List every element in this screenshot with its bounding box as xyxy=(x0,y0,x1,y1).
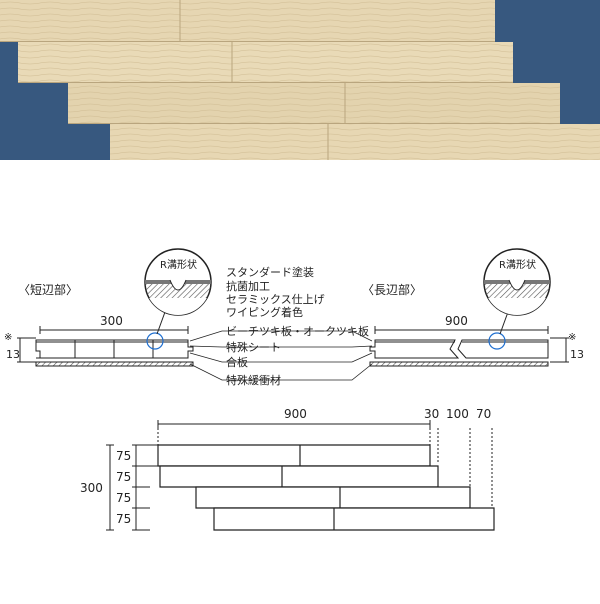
plan-row-width: 75 xyxy=(116,449,131,463)
layer-label: セラミックス仕上げ xyxy=(226,293,325,306)
short-width-dimension xyxy=(39,326,189,334)
short-edge-profile xyxy=(35,339,194,367)
layer-label: 抗菌加工 xyxy=(226,279,270,293)
short-edge-label: 〈短辺部〉 xyxy=(18,282,78,297)
floor-photo xyxy=(0,0,600,160)
thickness-value-right: 13 xyxy=(570,348,584,361)
plan-width-label: 300 xyxy=(80,481,103,495)
layer-label: スタンダード塗装 xyxy=(226,265,314,279)
layout-plan: 900 30 100 70 300 75 75 75 xyxy=(80,407,495,531)
thickness-value-left: 13 xyxy=(6,348,20,361)
long-edge-label: 〈長辺部〉 xyxy=(362,282,422,297)
thickness-mark-right: ※ xyxy=(568,332,576,343)
short-width-value: 300 xyxy=(100,314,123,328)
layer-label: ワイピング着色 xyxy=(226,305,303,319)
callout-left-label: R溝形状 xyxy=(160,258,197,271)
short-edge-groove-marker xyxy=(146,332,164,350)
long-width-value: 900 xyxy=(445,314,468,328)
cross-section-diagram: 〈短辺部〉 〈長辺部〉 300 900 ※ 13 ※ 13 xyxy=(4,248,584,387)
long-edge-groove-marker xyxy=(488,332,506,350)
long-width-dimension xyxy=(374,326,549,334)
callout-right-label: R溝形状 xyxy=(499,258,536,271)
plan-row-width: 75 xyxy=(116,470,131,484)
plan-offset-label: 100 xyxy=(446,407,469,421)
callout-right: R溝形状 xyxy=(483,248,551,335)
wood-boards xyxy=(0,0,600,160)
plan-length-label: 900 xyxy=(284,407,307,421)
long-edge-profile xyxy=(369,339,549,367)
leader-lines xyxy=(189,330,373,381)
callout-left: R溝形状 xyxy=(144,248,212,335)
layer-labels: スタンダード塗装 抗菌加工 セラミックス仕上げ ワイピング着色 ビーチツキ板・オ… xyxy=(226,265,369,387)
plan-offset-label: 30 xyxy=(424,407,439,421)
plan-row-width: 75 xyxy=(116,491,131,505)
plan-offset-label: 70 xyxy=(476,407,491,421)
plan-boards xyxy=(150,444,495,531)
plan-row-width: 75 xyxy=(116,512,131,526)
thickness-mark-left: ※ xyxy=(4,332,12,343)
